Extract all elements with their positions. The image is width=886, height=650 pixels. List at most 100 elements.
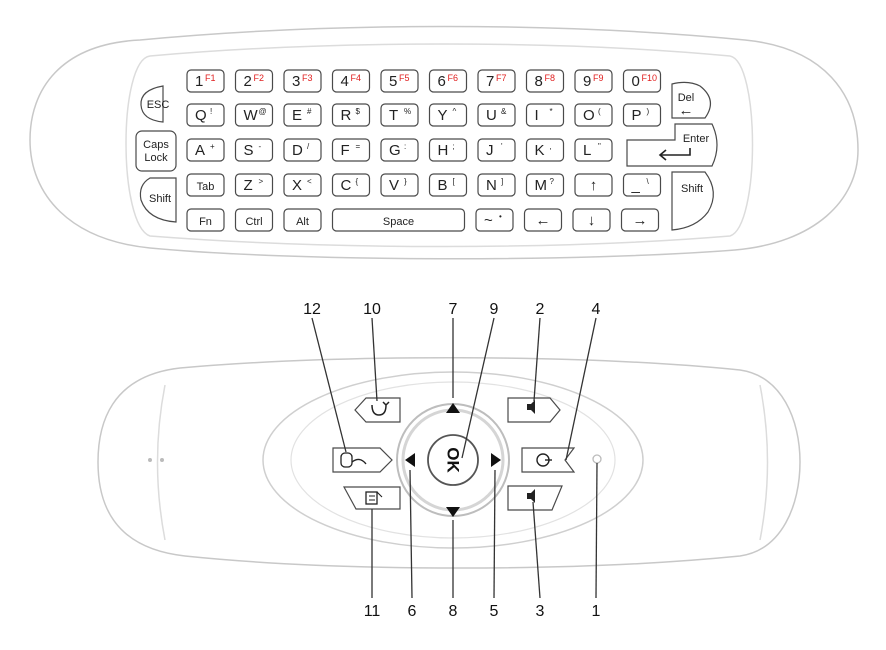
key-r[interactable]: R$: [331, 103, 371, 127]
left-shift-key[interactable]: Shift: [139, 177, 177, 223]
key-e[interactable]: E#: [283, 103, 322, 127]
left-shift-key-label: Shift: [149, 193, 171, 205]
caps-lock-key[interactable]: Caps Lock: [135, 130, 177, 172]
key-q[interactable]: Q!: [186, 103, 225, 127]
key-label: A: [195, 142, 205, 159]
key-label: 7: [486, 73, 494, 90]
key-y[interactable]: Y^: [428, 103, 468, 127]
key-s[interactable]: S-: [234, 138, 274, 162]
key-o[interactable]: O(: [574, 103, 613, 127]
keyboard-body-outline: [29, 25, 859, 260]
back-button[interactable]: [354, 397, 401, 423]
key-k[interactable]: K,: [525, 138, 565, 162]
leader-line-1: [595, 462, 598, 599]
key-label: S: [244, 142, 254, 159]
key-i[interactable]: I*: [525, 103, 565, 127]
key-symbol-label: <: [307, 177, 312, 186]
key-label: ←: [536, 212, 551, 229]
key-function-label: F6: [448, 73, 459, 83]
leader-line-12: [311, 317, 347, 453]
menu-button[interactable]: [342, 486, 401, 510]
leader-line-5: [493, 469, 496, 599]
mouse-mode-button[interactable]: [332, 447, 393, 473]
key-left-arrow[interactable]: ←: [523, 208, 563, 232]
key-a[interactable]: A+: [186, 138, 225, 162]
key-tilde[interactable]: ~•: [475, 208, 514, 232]
key-l[interactable]: L": [574, 138, 613, 162]
right-shift-key[interactable]: Shift: [671, 171, 714, 231]
key-symbol-label: ;: [453, 142, 455, 151]
callout-11: 11: [364, 603, 381, 620]
key-v[interactable]: V}: [380, 173, 419, 197]
left-arrow-icon[interactable]: [405, 453, 415, 467]
right-shift-key-label: Shift: [681, 183, 703, 195]
key-right-arrow[interactable]: →: [620, 208, 660, 232]
key-j[interactable]: J': [477, 138, 516, 162]
key-function-label: F3: [302, 73, 313, 83]
callout-12: 12: [303, 301, 321, 318]
key-b[interactable]: B[: [428, 173, 468, 197]
key-function-label: F5: [399, 73, 410, 83]
key-label: Q: [195, 107, 207, 124]
key-n[interactable]: N]: [477, 173, 516, 197]
remote-body-inner-right: [759, 384, 769, 541]
key-function-label: F9: [593, 73, 604, 83]
key-symbol-label: +: [210, 142, 215, 151]
key-symbol-label: *: [550, 107, 553, 116]
right-arrow-icon[interactable]: [491, 453, 501, 467]
leader-line-6: [409, 469, 413, 599]
key-c[interactable]: C{: [331, 173, 371, 197]
key-fn[interactable]: Fn: [186, 208, 225, 232]
key-d[interactable]: D/: [283, 138, 322, 162]
key-label: ↓: [588, 212, 596, 229]
key-symbol-label: -: [259, 142, 262, 151]
up-arrow-icon[interactable]: [446, 403, 460, 413]
key-tab[interactable]: Tab: [186, 173, 225, 197]
callout-10: 10: [363, 301, 381, 318]
down-arrow-icon[interactable]: [446, 507, 460, 517]
key-label: R: [341, 107, 352, 124]
key-h[interactable]: H;: [428, 138, 468, 162]
key-x[interactable]: X<: [283, 173, 322, 197]
key-t[interactable]: T%: [380, 103, 419, 127]
key-symbol-label: #: [307, 107, 312, 116]
key-symbol-label: /: [307, 142, 310, 151]
key-f[interactable]: F=: [331, 138, 371, 162]
key-label: →: [633, 212, 648, 229]
key-up-arrow[interactable]: ↑: [574, 173, 613, 197]
key-alt[interactable]: Alt: [283, 208, 322, 232]
power-button[interactable]: [521, 447, 576, 473]
key-space[interactable]: Space: [331, 208, 466, 232]
key-underscore[interactable]: _\: [622, 173, 662, 197]
key-symbol-label: •: [499, 212, 502, 221]
key-g[interactable]: G:: [380, 138, 419, 162]
esc-key[interactable]: ESC: [140, 85, 169, 123]
key-symbol-label: =: [356, 142, 361, 151]
key-label: 0: [632, 73, 640, 90]
key-z[interactable]: Z>: [234, 173, 274, 197]
key-m[interactable]: M?: [525, 173, 565, 197]
key-ctrl[interactable]: Ctrl: [234, 208, 274, 232]
volume-down-button[interactable]: [507, 485, 563, 511]
key-u[interactable]: U&: [477, 103, 516, 127]
key-w[interactable]: W@: [234, 103, 274, 127]
delete-key[interactable]: Del ←: [671, 81, 711, 119]
ok-button[interactable]: [427, 434, 479, 486]
key-down-arrow[interactable]: ↓: [572, 208, 611, 232]
enter-key[interactable]: Enter: [626, 123, 718, 167]
ok-button-label: OK: [444, 447, 463, 473]
volume-up-icon: [527, 400, 535, 414]
key-p[interactable]: P): [622, 103, 662, 127]
volume-up-button[interactable]: [507, 397, 561, 423]
